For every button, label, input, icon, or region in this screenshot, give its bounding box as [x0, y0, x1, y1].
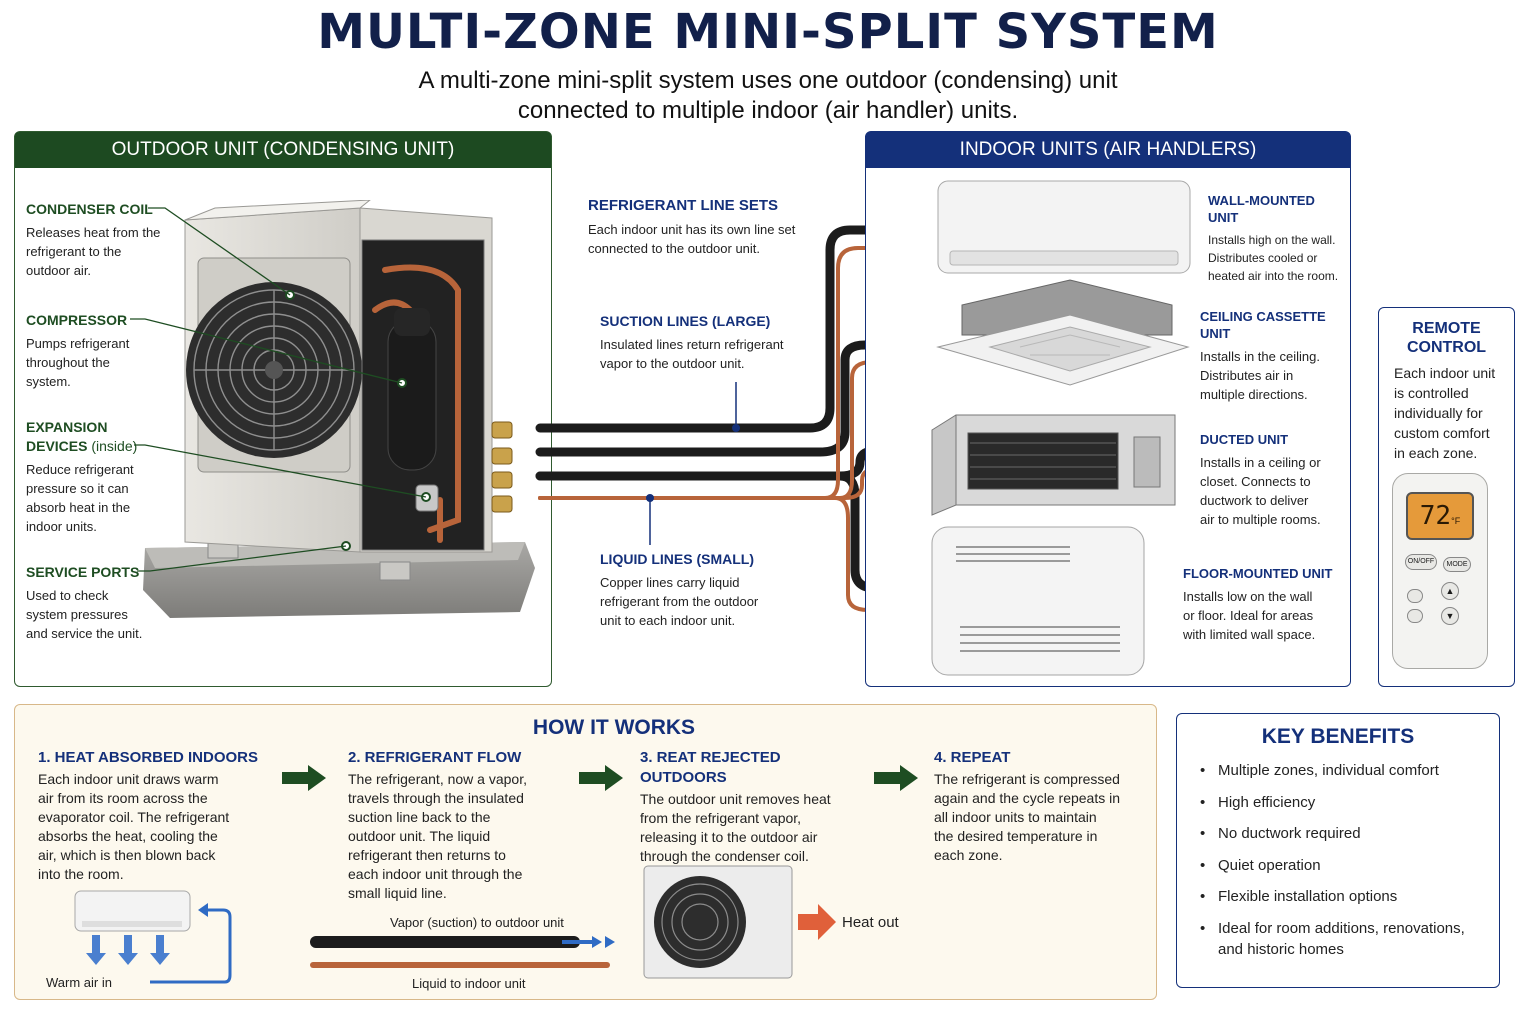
label-suction-lines: SUCTION LINES (LARGE) Insulated lines re…	[600, 312, 860, 373]
outdoor-unit-heading: OUTDOOR UNIT (CONDENSING UNIT)	[15, 132, 551, 168]
indoor-units-heading: INDOOR UNITS (AIR HANDLERS)	[866, 132, 1350, 168]
label-service-ports: SERVICE PORTS Used to check system press…	[26, 563, 196, 643]
compressor-text: Pumps refrigerant throughout the system.	[26, 336, 130, 389]
onoff-button[interactable]: ON/OFF	[1405, 554, 1437, 570]
suction-line-2	[535, 340, 945, 457]
page-subtitle: A multi-zone mini-split system uses one …	[268, 66, 1268, 126]
swing-button[interactable]	[1407, 609, 1423, 623]
how-it-works-heading: HOW IT WORKS	[532, 716, 696, 739]
line-sets-title: REFRIGERANT LINE SETS	[588, 197, 779, 214]
vapor-flow-arrows-icon	[562, 936, 615, 948]
label-refrigerant-line-sets: REFRIGERANT LINE SETS Each indoor unit h…	[588, 197, 858, 258]
heat-out-arrow-icon	[798, 904, 836, 940]
label-ceiling-cassette-unit: CEILING CASSETTE UNIT Installs in the ce…	[1200, 309, 1326, 402]
outdoor-leader-lines	[130, 207, 427, 572]
step-3: 3. REAT REJECTED OUTDOORS The outdoor un…	[640, 749, 831, 864]
step-arrow-1-icon	[282, 765, 326, 791]
liquid-lines-title: LIQUID LINES (SMALL)	[600, 551, 754, 567]
wall-mounted-unit-image	[937, 180, 1191, 274]
mode-button[interactable]: MODE	[1443, 557, 1471, 572]
ceiling-cassette-unit-image	[936, 279, 1190, 386]
liquid-label: Liquid to indoor unit	[412, 976, 526, 991]
heat-out-label: Heat out	[842, 914, 899, 931]
label-compressor: COMPRESSOR Pumps refrigerant throughout …	[26, 311, 196, 391]
ducted-unit-image	[931, 414, 1176, 516]
compressor-title: COMPRESSOR	[26, 312, 128, 328]
benefit-item: •No ductwork required	[1200, 825, 1361, 842]
label-wall-mounted-unit: WALL-MOUNTED UNIT Installs high on the w…	[1208, 193, 1339, 283]
warm-air-label: Warm air in	[46, 975, 112, 990]
key-benefits-heading: KEY BENEFITS	[1261, 725, 1415, 748]
remote-control-device: 72°F ON/OFF MODE ▲ ▼	[1392, 473, 1488, 669]
return-air-arrow	[150, 908, 232, 984]
suction-lines-title: SUCTION LINES (LARGE)	[600, 313, 771, 329]
suction-line-1	[535, 225, 945, 433]
key-benefits-panel	[1176, 713, 1500, 988]
subtitle-line-2: connected to multiple indoor (air handle…	[517, 97, 1019, 124]
liquid-line-4	[538, 496, 942, 612]
step-2: 2. REFRIGERANT FLOW The refrigerant, now…	[348, 749, 527, 901]
remote-display: 72°F	[1406, 492, 1474, 540]
benefit-item: •Quiet operation	[1200, 856, 1321, 874]
cool-air-arrows-icon	[86, 935, 170, 965]
label-expansion-devices: EXPANSION DEVICES (inside) Reduce refrig…	[26, 418, 196, 536]
step-arrow-2-icon	[579, 765, 623, 791]
step-arrow-3-icon	[874, 765, 918, 791]
temp-down-button[interactable]: ▼	[1441, 607, 1459, 625]
vapor-line	[310, 936, 580, 948]
condenser-coil-text: Releases heat from the refrigerant to th…	[26, 225, 161, 278]
remote-control-title: REMOTE CONTROL	[1406, 320, 1487, 356]
vapor-label: Vapor (suction) to outdoor unit	[390, 915, 564, 930]
expansion-title: EXPANSION	[26, 419, 108, 435]
step-3-illustration	[643, 865, 836, 979]
expansion-text: Reduce refrigerant pressure so it can ab…	[26, 462, 134, 534]
temp-up-button[interactable]: ▲	[1441, 582, 1459, 600]
step-4: 4. REPEAT The refrigerant is compressed …	[934, 749, 1121, 863]
remote-control-text: Each indoor unit is controlled individua…	[1394, 365, 1496, 461]
benefits-list: •Multiple zones, individual comfort •Hig…	[1200, 760, 1488, 960]
expansion-title-2: DEVICES (inside)	[26, 438, 138, 454]
subtitle-line-1: A multi-zone mini-split system uses one …	[418, 67, 1118, 94]
label-floor-mounted-unit: FLOOR-MOUNTED UNIT Installs low on the w…	[1183, 566, 1333, 642]
fan-button[interactable]	[1407, 589, 1423, 603]
liquid-line	[310, 962, 610, 968]
label-ducted-unit: DUCTED UNIT Installs in a ceiling or clo…	[1200, 432, 1321, 527]
indoor-units-illustration	[931, 180, 1191, 676]
benefit-item: •High efficiency	[1200, 793, 1316, 811]
benefit-item: •Ideal for room additions, renovations,a…	[1200, 919, 1465, 958]
step-2-illustration	[310, 936, 615, 968]
benefit-item: •Multiple zones, individual comfort	[1200, 762, 1439, 779]
how-it-works-panel	[14, 704, 1157, 1000]
outdoor-unit-illustration	[143, 200, 535, 618]
step-1-illustration	[74, 890, 232, 984]
label-liquid-lines: LIQUID LINES (SMALL) Copper lines carry …	[600, 550, 860, 630]
condenser-coil-title: CONDENSER COIL	[26, 201, 153, 217]
step-1: 1. HEAT ABSORBED INDOORS Each indoor uni…	[38, 749, 259, 882]
service-ports-title: SERVICE PORTS	[26, 564, 140, 580]
page-title: MULTI-ZONE MINI-SPLIT SYSTEM	[317, 4, 1219, 60]
service-ports-text: Used to check system pressures and servi…	[26, 588, 143, 641]
floor-mounted-unit-image	[931, 526, 1145, 676]
benefit-item: •Flexible installation options	[1200, 888, 1398, 905]
service-valves	[491, 421, 513, 513]
label-condenser-coil: CONDENSER COIL Releases heat from the re…	[26, 200, 196, 280]
